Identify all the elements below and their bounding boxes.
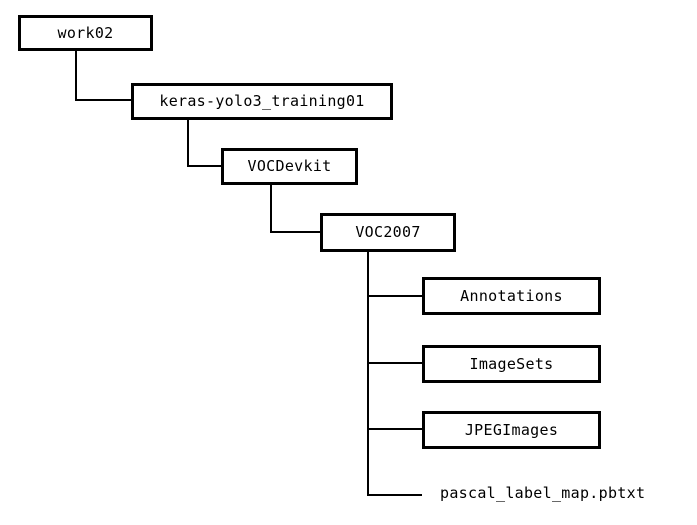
- folder-node-jpegimages: JPEGImages: [422, 411, 601, 449]
- folder-label-work02: work02: [57, 23, 114, 42]
- folder-label-imagesets: ImageSets: [469, 354, 554, 373]
- folder-label-annotations: Annotations: [460, 286, 563, 305]
- file-label-pascal-label-map: pascal_label_map.pbtxt: [440, 484, 646, 502]
- folder-node-vocdevkit: VOCDevkit: [221, 148, 358, 185]
- folder-label-keras-yolo3-training01: keras-yolo3_training01: [159, 92, 365, 110]
- folder-node-voc2007: VOC2007: [320, 213, 456, 252]
- folder-node-keras-yolo3-training01: keras-yolo3_training01: [131, 83, 393, 120]
- folder-label-vocdevkit: VOCDevkit: [247, 157, 332, 175]
- folder-node-imagesets: ImageSets: [422, 345, 601, 383]
- folder-node-annotations: Annotations: [422, 277, 601, 315]
- folder-label-voc2007: VOC2007: [355, 223, 421, 241]
- folder-node-work02: work02: [18, 15, 153, 51]
- folder-label-jpegimages: JPEGImages: [464, 420, 559, 439]
